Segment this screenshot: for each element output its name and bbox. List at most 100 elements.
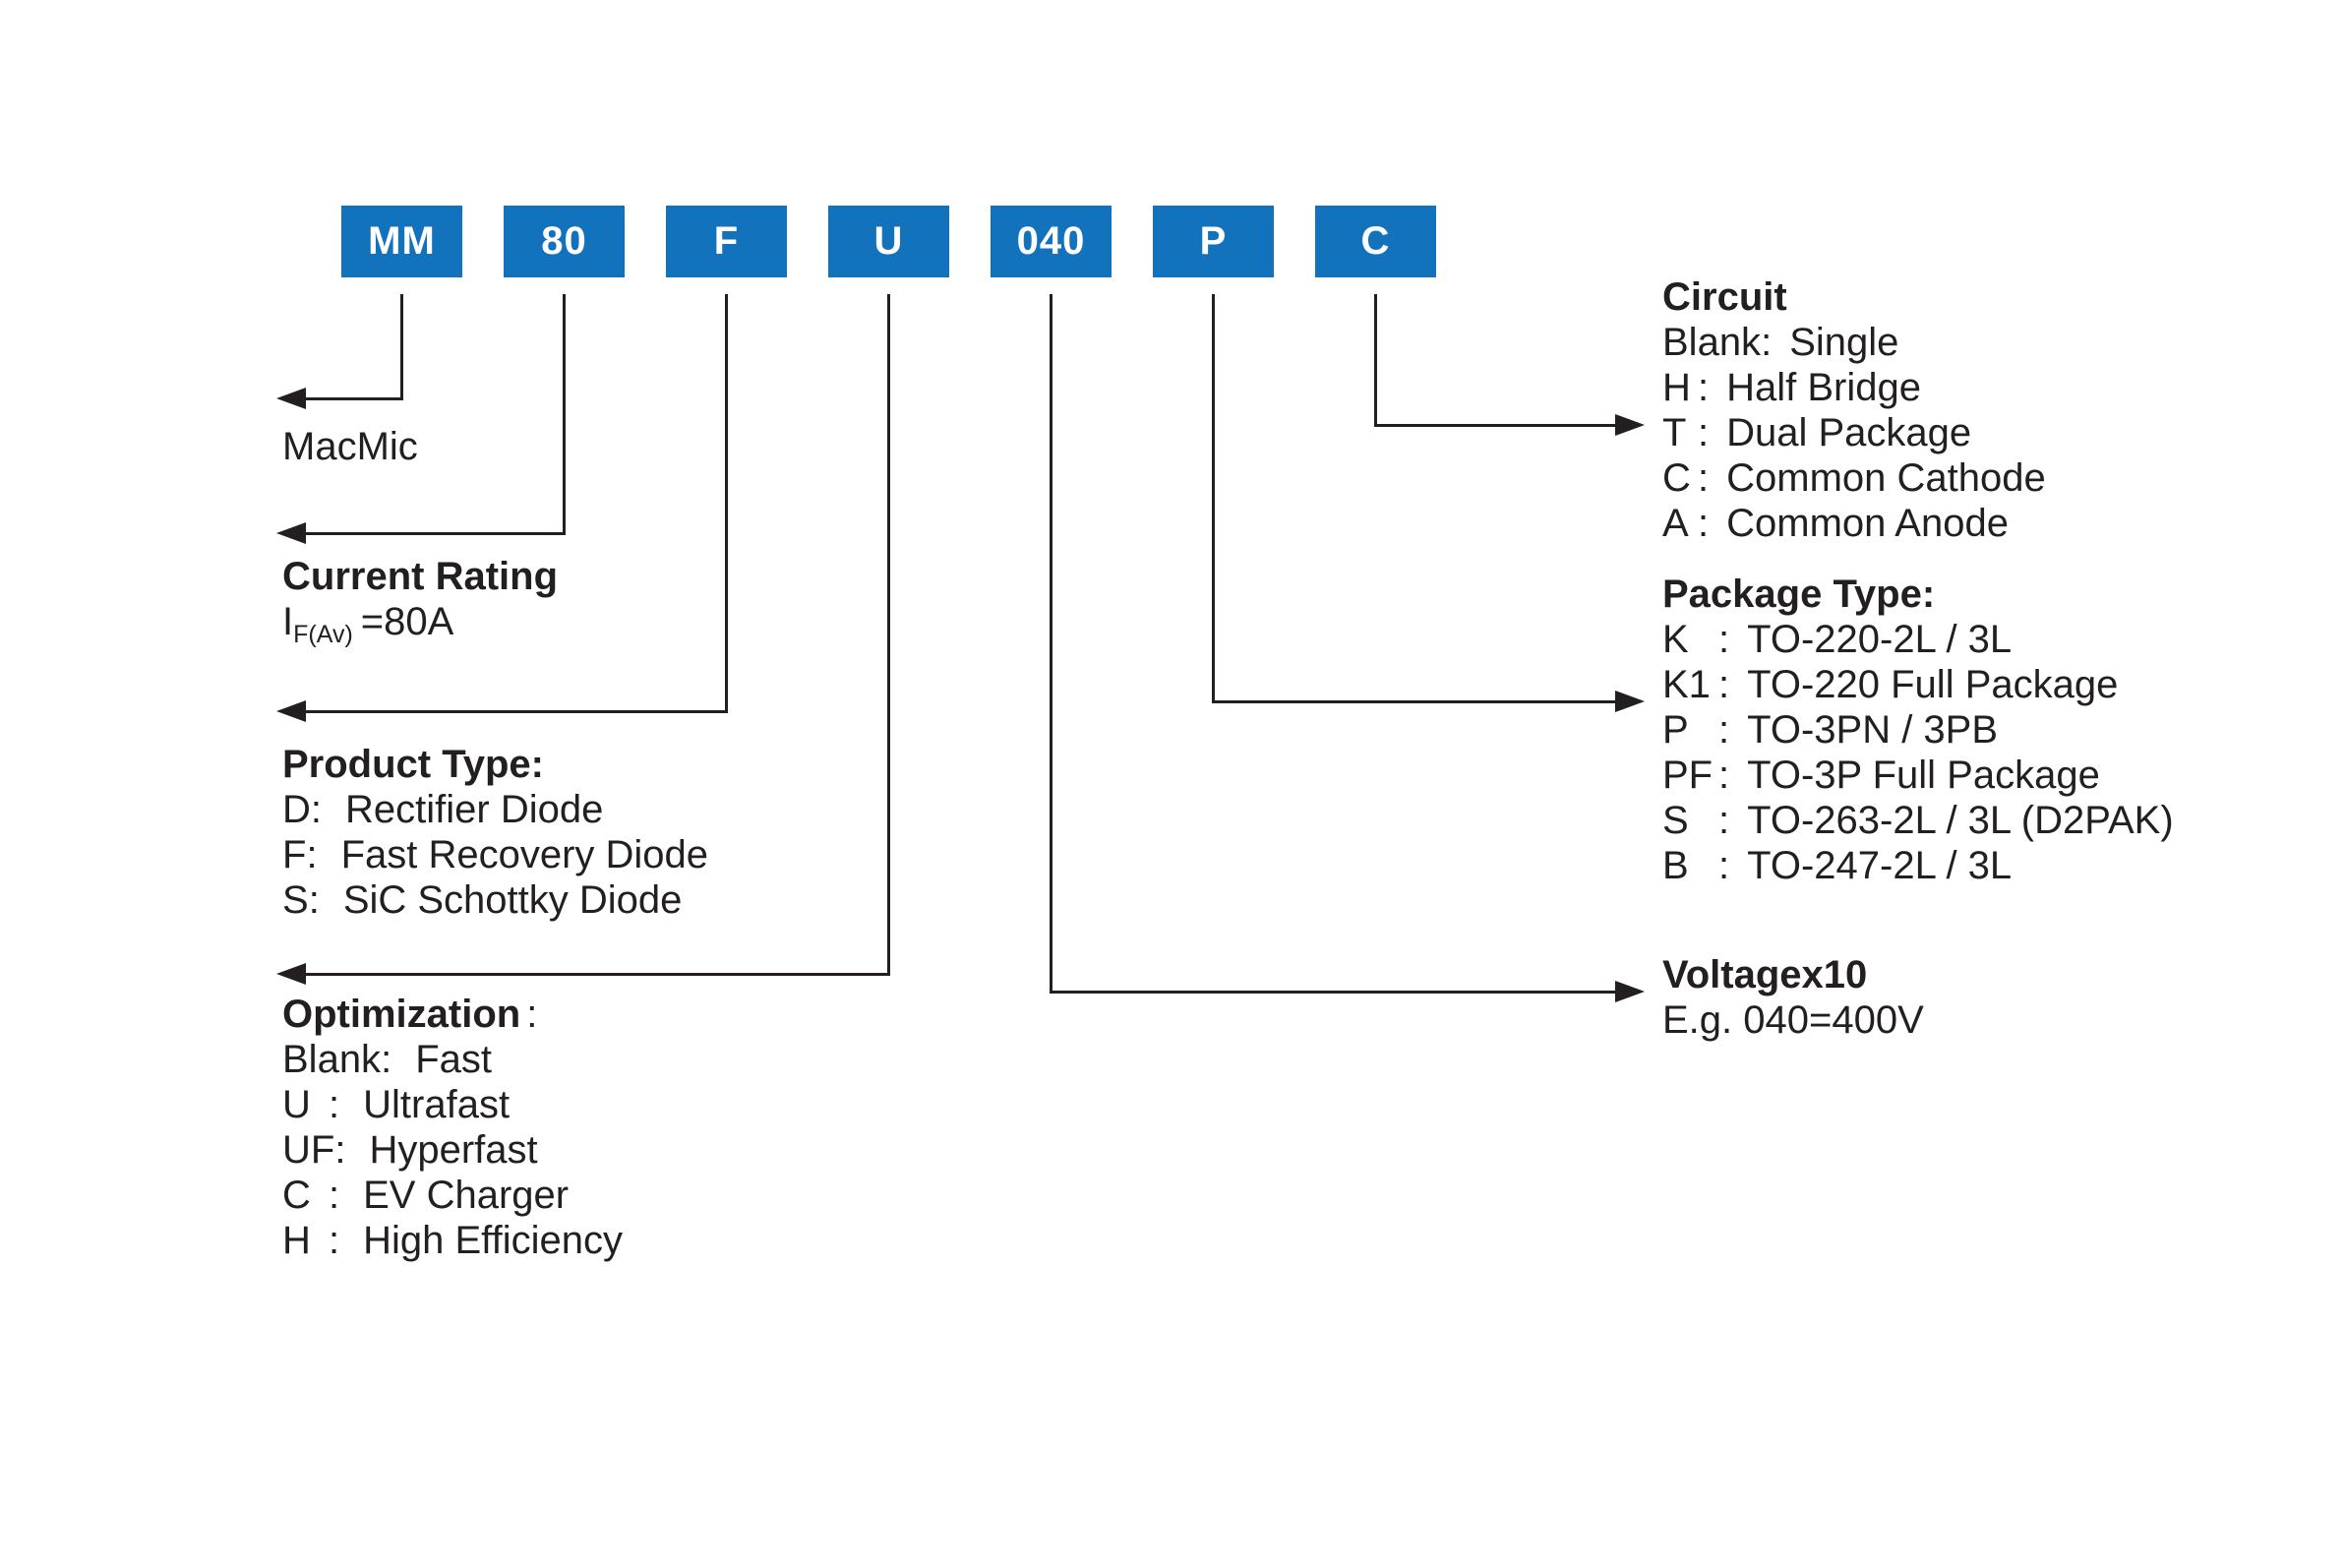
arrowhead-mm <box>276 388 306 409</box>
code-key: C <box>282 1174 311 1217</box>
part-code-box-opt: U <box>828 206 949 277</box>
colon: : <box>306 833 318 876</box>
colon: : <box>1698 502 1710 545</box>
legend-row: S:TO-263-2L / 3L (D2PAK) <box>1662 798 2174 843</box>
part-code-box-circuit: C <box>1315 206 1436 277</box>
code-value: Hyperfast <box>369 1128 538 1172</box>
legend-row: D:Rectifier Diode <box>282 787 708 832</box>
code-value: TO-220-2L / 3L <box>1747 618 2013 661</box>
stem-circuit <box>1374 294 1377 427</box>
code-value: SiC Schottky Diode <box>342 878 683 922</box>
voltage-heading: Voltagex10 <box>1662 953 1868 996</box>
code-key: B <box>1662 844 1689 887</box>
optimization-section: Optimization: Blank:Fast U:Ultrafast UF:… <box>282 992 623 1263</box>
voltage-section: Voltagex10 E.g. 040=400V <box>1662 952 1924 1043</box>
package-type-section: Package Type: K:TO-220-2L / 3L K1:TO-220… <box>1662 572 2174 888</box>
stem-package <box>1212 294 1215 703</box>
colon: : <box>334 1128 346 1172</box>
code-key: H <box>282 1219 311 1262</box>
colon: : <box>308 878 320 922</box>
code-value: TO-3P Full Package <box>1747 754 2100 797</box>
code-key: K1 <box>1662 663 1711 706</box>
colon: : <box>1718 618 1730 661</box>
code-value: Rectifier Diode <box>345 788 604 831</box>
colon: : <box>1698 411 1710 454</box>
code-key: Blank <box>1662 321 1762 364</box>
code-key: A <box>1662 502 1689 545</box>
colon: : <box>1718 844 1730 887</box>
code-value: TO-247-2L / 3L <box>1747 844 2013 887</box>
current-rating-heading: Current Rating <box>282 555 558 598</box>
current-rating-value: IF(Av)=80A <box>282 599 558 657</box>
colon: : <box>381 1038 392 1081</box>
code-value: Fast <box>415 1038 492 1081</box>
lead-line-product <box>301 710 728 713</box>
stem-voltage <box>1050 294 1052 994</box>
legend-row: PF: TO-3P Full Package <box>1662 753 2174 798</box>
current-symbol: I <box>282 600 294 643</box>
code-value: Common Anode <box>1726 502 2009 545</box>
code-key: C <box>1662 456 1691 500</box>
code-key: PF <box>1662 754 1714 797</box>
product-type-section: Product Type: D:Rectifier Diode F:Fast R… <box>282 742 708 923</box>
legend-row: C: EV Charger <box>282 1173 623 1218</box>
colon: : <box>329 1083 340 1126</box>
colon: : <box>1698 366 1710 409</box>
legend-row: U:Ultrafast <box>282 1082 623 1127</box>
code-value: TO-220 Full Package <box>1747 663 2119 706</box>
circuit-heading: Circuit <box>1662 275 1787 319</box>
voltage-example: E.g. 040=400V <box>1662 998 1924 1042</box>
stem-opt <box>887 294 890 976</box>
code-key: U <box>282 1083 311 1126</box>
part-code-box-product: F <box>666 206 787 277</box>
lead-line-mm <box>301 397 403 400</box>
legend-row: B: TO-247-2L / 3L <box>1662 843 2174 888</box>
lead-line-opt <box>301 973 890 976</box>
arrowhead-circuit <box>1615 414 1645 436</box>
colon: : <box>329 1174 340 1217</box>
package-type-heading: Package Type: <box>1662 573 1936 616</box>
colon: : <box>1718 799 1730 842</box>
lead-line-circuit <box>1374 424 1615 427</box>
lead-line-package <box>1212 700 1615 703</box>
colon: : <box>1718 708 1730 752</box>
legend-row: T:Dual Package <box>1662 410 2046 455</box>
code-value: Single <box>1789 321 1899 364</box>
product-type-heading: Product Type: <box>282 743 544 786</box>
stem-mm <box>400 294 403 400</box>
arrowhead-voltage <box>1615 981 1645 1002</box>
legend-row: K1: TO-220 Full Package <box>1662 662 2174 707</box>
legend-row: S:SiC Schottky Diode <box>282 877 708 923</box>
optimization-heading: Optimization: <box>282 992 623 1037</box>
stem-current <box>563 294 566 535</box>
legend-row: C:Common Cathode <box>1662 455 2046 501</box>
arrowhead-product <box>276 700 306 722</box>
code-key: T <box>1662 411 1687 454</box>
arrowhead-package <box>1615 691 1645 712</box>
legend-row: A: Common Anode <box>1662 501 2046 546</box>
code-value: TO-263-2L / 3L (D2PAK) <box>1747 799 2174 842</box>
legend-row: K:TO-220-2L / 3L <box>1662 617 2174 662</box>
legend-row: H:High Efficiency <box>282 1218 623 1263</box>
legend-row: UF: Hyperfast <box>282 1127 623 1173</box>
code-key: P <box>1662 708 1689 752</box>
code-key: UF <box>282 1128 335 1172</box>
current-amps: =80A <box>360 600 454 643</box>
stem-product <box>725 294 728 713</box>
colon: : <box>1761 321 1773 364</box>
legend-row: Blank:Fast <box>282 1037 623 1082</box>
arrowhead-current <box>276 522 306 544</box>
code-value: EV Charger <box>363 1174 570 1217</box>
current-rating-section: Current Rating IF(Av)=80A <box>282 554 558 657</box>
code-key: D <box>282 788 311 831</box>
colon: : <box>1718 663 1730 706</box>
lead-line-current <box>301 532 566 535</box>
legend-row: H:Half Bridge <box>1662 365 2046 410</box>
colon: : <box>1718 754 1730 797</box>
code-value: TO-3PN / 3PB <box>1747 708 1999 752</box>
colon: : <box>1698 456 1710 500</box>
brand-label: MacMic <box>282 425 418 468</box>
arrowhead-opt <box>276 963 306 985</box>
colon: : <box>526 993 538 1036</box>
